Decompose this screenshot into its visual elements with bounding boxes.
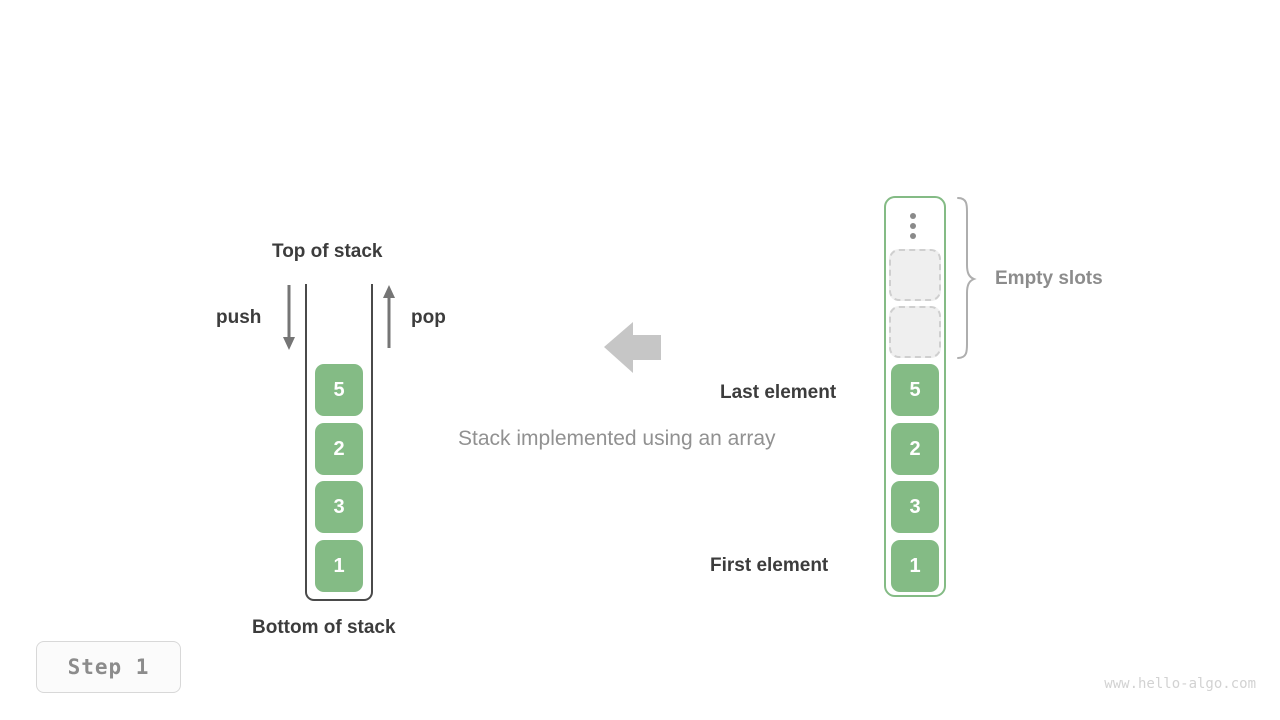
- vertical-ellipsis-icon: [910, 213, 918, 239]
- stack-cell: 5: [315, 364, 363, 416]
- curly-brace-right-icon: [957, 197, 977, 359]
- stack-cell: 3: [315, 481, 363, 533]
- empty-slots-label: Empty slots: [995, 268, 1103, 289]
- empty-slot: [889, 249, 941, 301]
- empty-slot: [889, 306, 941, 358]
- first-element-label: First element: [710, 555, 829, 576]
- step-badge: Step 1: [36, 641, 181, 693]
- arrow-down-icon: [283, 285, 295, 350]
- stack-cell: 2: [315, 423, 363, 475]
- top-of-stack-label: Top of stack: [272, 241, 383, 262]
- bottom-of-stack-label: Bottom of stack: [252, 617, 396, 638]
- array-cell: 2: [891, 423, 939, 475]
- pop-label: pop: [411, 307, 446, 328]
- arrow-up-icon: [383, 285, 395, 348]
- array-cell: 1: [891, 540, 939, 592]
- center-caption: Stack implemented using an array: [458, 427, 776, 450]
- step-badge-label: Step 1: [67, 655, 150, 679]
- stack-cell: 1: [315, 540, 363, 592]
- array-cell: 3: [891, 481, 939, 533]
- arrow-left-block-icon: [604, 322, 661, 373]
- stack-container: [305, 284, 373, 601]
- array-cell: 5: [891, 364, 939, 416]
- push-label: push: [216, 307, 262, 328]
- last-element-label: Last element: [720, 382, 837, 403]
- array-container: [884, 196, 946, 597]
- watermark: www.hello-algo.com: [1104, 676, 1256, 692]
